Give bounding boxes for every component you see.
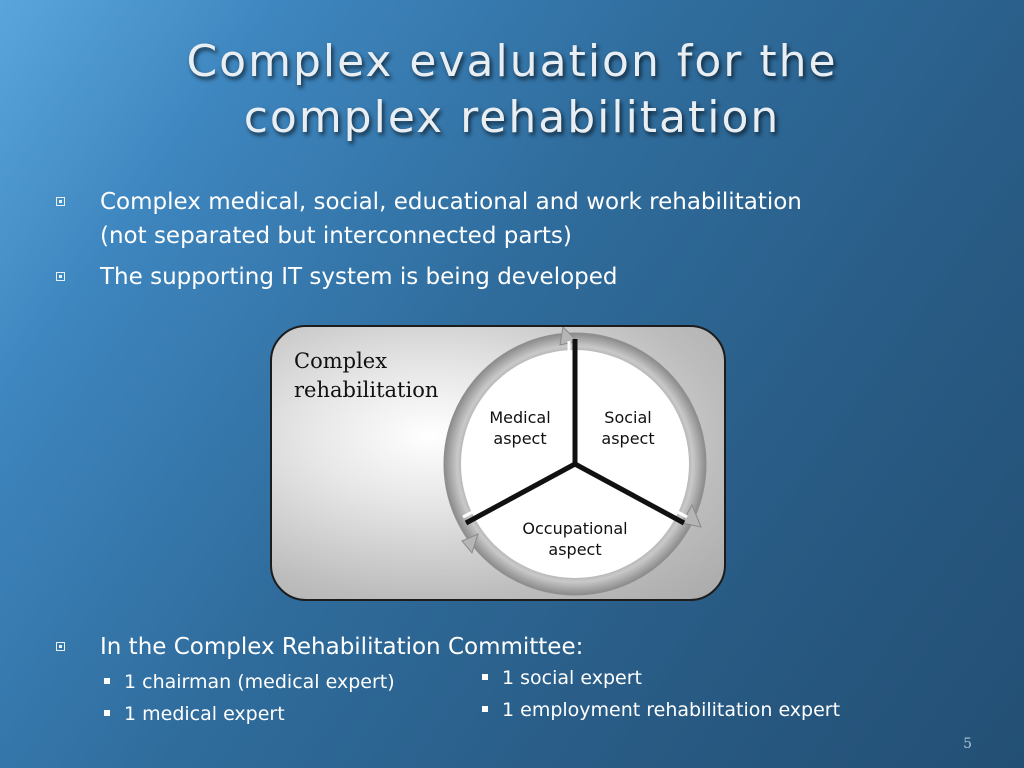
committee-item-text: 1 chairman (medical expert) [124,671,395,693]
filled-square-bullet-icon [104,709,110,716]
social-aspect-line-2: aspect [601,429,655,448]
square-bullet-icon [56,272,65,281]
occupational-aspect-line-1: Occupational [522,519,628,538]
bullet-3-text: In the Complex Rehabilitation Committee: [100,634,584,660]
square-bullet-icon [56,197,65,206]
title-line-1: Complex evaluation for the [186,36,838,87]
committee-item-social-expert: 1 social expert [482,664,642,692]
bullet-1-line-2: (not separated but interconnected parts) [100,223,572,249]
medical-aspect-line-1: Medical [489,408,551,427]
committee-item-chairman: 1 chairman (medical expert) [104,668,395,696]
filled-square-bullet-icon [482,705,488,712]
bullet-1-line-1: Complex medical, social, educational and… [100,189,802,215]
page-number: 5 [963,736,972,752]
arrow-head-right [681,503,702,528]
occupational-aspect-line-2: aspect [548,540,602,559]
diagram-label-line-2: rehabilitation [294,378,439,402]
social-aspect-line-1: Social [604,408,652,427]
bullet-2-text: The supporting IT system is being develo… [100,264,618,290]
diagram-label-line-1: Complex [294,349,388,373]
square-bullet-icon [56,642,65,651]
diagram-label: Complex rehabilitation [294,347,454,405]
committee-item-medical-expert: 1 medical expert [104,700,285,728]
committee-item-text: 1 social expert [502,667,642,689]
occupational-aspect-label: Occupational aspect [500,518,650,560]
cycle-diagram-graphic [443,327,707,596]
title-line-2: complex rehabilitation [243,92,781,143]
slide-title: Complex evaluation for the complex rehab… [60,34,964,146]
committee-item-text: 1 employment rehabilitation expert [502,699,841,721]
medical-aspect-label: Medical aspect [468,407,572,449]
social-aspect-label: Social aspect [578,407,678,449]
committee-item-text: 1 medical expert [124,703,285,725]
filled-square-bullet-icon [482,673,488,680]
committee-item-employment-expert: 1 employment rehabilitation expert [482,696,840,724]
arrow-head-left [461,533,479,555]
filled-square-bullet-icon [104,677,110,684]
complex-rehabilitation-diagram: Complex rehabilitation Medical [270,325,726,601]
segment-dividers [462,339,688,526]
medical-aspect-line-2: aspect [493,429,547,448]
